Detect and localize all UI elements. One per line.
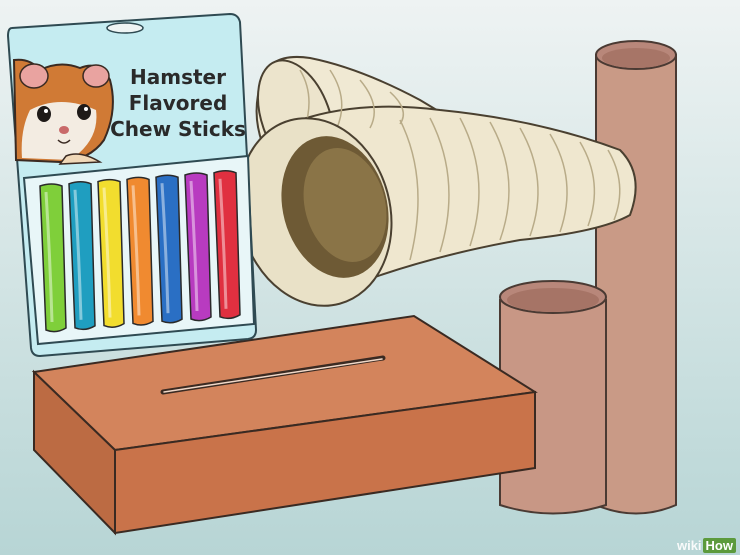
chew-stick: [184, 172, 212, 322]
package-title-line1: Hamster: [130, 65, 226, 89]
chew-stick-highlight: [131, 185, 141, 316]
hang-hole: [106, 22, 144, 34]
hamster-picture: [12, 58, 114, 165]
chew-stick-highlight: [44, 191, 54, 323]
chew-stick-highlight: [189, 180, 199, 312]
package-title: Hamster Flavored Chew Sticks: [104, 64, 252, 142]
chew-stick: [213, 170, 241, 320]
chew-stick: [155, 174, 183, 324]
cardboard-box: [31, 314, 538, 536]
chew-stick: [39, 183, 67, 333]
watermark-how: How: [702, 538, 736, 553]
package-title-line2: Flavored: [128, 91, 228, 115]
chew-stick-highlight: [218, 178, 228, 309]
chew-stick: [97, 178, 125, 328]
watermark-wiki: wiki: [676, 538, 702, 553]
package-title-line3: Chew Sticks: [110, 117, 246, 141]
chew-stick: [68, 181, 96, 331]
chew-stick: [126, 176, 154, 326]
tall-cardboard-tube: [595, 40, 677, 515]
chew-sticks: [39, 170, 241, 333]
chew-stick-highlight: [102, 187, 112, 318]
chew-stick-package: [6, 12, 258, 358]
chew-stick-highlight: [73, 189, 83, 320]
chew-stick-highlight: [160, 183, 170, 314]
